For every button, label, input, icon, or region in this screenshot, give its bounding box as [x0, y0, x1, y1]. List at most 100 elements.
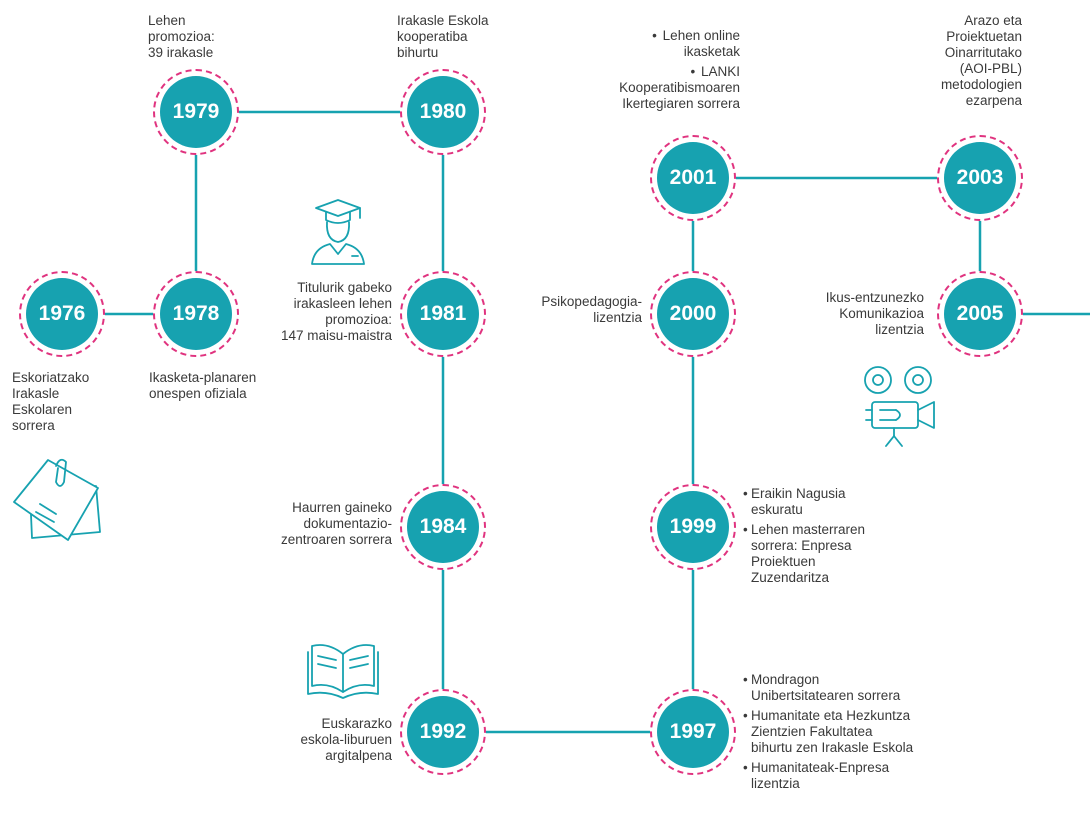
- label-line: Lehen online: [662, 28, 740, 43]
- label-line: LANKI: [700, 64, 740, 79]
- node-1997: 1997: [650, 689, 736, 775]
- label-line: Oinarritutako: [944, 45, 1022, 60]
- node-year: 2000: [657, 278, 729, 350]
- node-year: 1976: [26, 278, 98, 350]
- label-line: Humanitate eta Hezkuntza: [751, 708, 911, 723]
- node-year: 1981: [407, 278, 479, 350]
- label-line: Psikopedagogia-: [541, 294, 642, 309]
- label-1980: Irakasle Eskola kooperatiba bihurtu: [397, 13, 537, 61]
- label-line: Zientzien Fakultatea: [751, 724, 873, 739]
- node-1979: 1979: [153, 69, 239, 155]
- label-line: Eskolaren: [12, 402, 73, 417]
- label-line: Kooperatibismoaren: [619, 80, 740, 95]
- label-line: Arazo eta: [964, 13, 1022, 28]
- node-year: 1997: [657, 696, 729, 768]
- label-line: lizentzia: [875, 322, 924, 337]
- bullet-item: Lehen masterraren sorrera: Enpresa Proie…: [743, 522, 923, 586]
- book-icon: [307, 644, 379, 699]
- label-line: 147 maisu-maistra: [280, 328, 392, 343]
- label-line: 39 irakasle: [148, 45, 214, 60]
- node-year: 1992: [407, 696, 479, 768]
- label-line: (AOI-PBL): [959, 61, 1022, 76]
- label-line: lizentzia: [593, 310, 642, 325]
- node-1999: 1999: [650, 484, 736, 570]
- node-2000: 2000: [650, 271, 736, 357]
- label-line: ezarpena: [965, 93, 1022, 108]
- node-year: 1980: [407, 76, 479, 148]
- label-line: bihurtu zen Irakasle Eskola: [751, 740, 914, 755]
- node-year: 1984: [407, 491, 479, 563]
- bullet-item: LANKI Kooperatibismoaren Ikertegiaren so…: [560, 64, 740, 112]
- label-line: Komunikazioa: [839, 306, 924, 321]
- label-line: sorrera: [12, 418, 55, 433]
- bullet-item: Lehen online ikasketak: [560, 28, 740, 60]
- label-1976: Eskoriatzako Irakasle Eskolaren sorrera: [12, 370, 132, 434]
- label-line: Proiektuetan: [946, 29, 1022, 44]
- label-2003: Arazo eta Proiektuetan Oinarritutako (AO…: [880, 13, 1022, 109]
- label-1978: Ikasketa-planaren onespen ofiziala: [149, 370, 289, 402]
- label-2001: Lehen online ikasketak LANKI Kooperatibi…: [560, 28, 740, 116]
- label-line: Mondragon: [751, 672, 820, 687]
- bullet-item: Eraikin Nagusia eskuratu: [743, 486, 923, 518]
- node-1978: 1978: [153, 271, 239, 357]
- label-line: Proiektuen: [751, 554, 816, 569]
- node-2001: 2001: [650, 135, 736, 221]
- label-1981: Titulurik gabeko irakasleen lehen promoz…: [250, 280, 392, 344]
- label-1979: Lehen promozioa: 39 irakasle: [148, 13, 268, 61]
- label-2000: Psikopedagogia- lizentzia: [500, 294, 642, 326]
- label-line: bihurtu: [397, 45, 439, 60]
- node-year: 1999: [657, 491, 729, 563]
- label-line: Zuzendaritza: [751, 570, 830, 585]
- node-1992: 1992: [400, 689, 486, 775]
- label-line: promozioa:: [148, 29, 215, 44]
- label-line: lizentzia: [751, 776, 800, 791]
- label-line: Lehen masterraren: [751, 522, 866, 537]
- label-line: Ikasketa-planaren: [149, 370, 257, 385]
- node-1976: 1976: [19, 271, 105, 357]
- label-line: sorrera: Enpresa: [751, 538, 852, 553]
- label-line: zentroaren sorrera: [280, 532, 392, 547]
- bullet-item: Mondragon Unibertsitatearen sorrera: [743, 672, 963, 704]
- label-1984: Haurren gaineko dokumentazio- zentroaren…: [250, 500, 392, 548]
- node-year: 2001: [657, 142, 729, 214]
- label-line: ikasketak: [683, 44, 740, 59]
- label-line: Unibertsitatearen sorrera: [751, 688, 901, 703]
- bullet-item: Humanitate eta Hezkuntza Zientzien Fakul…: [743, 708, 963, 756]
- node-year: 1979: [160, 76, 232, 148]
- node-year: 2005: [944, 278, 1016, 350]
- node-1981: 1981: [400, 271, 486, 357]
- label-1999: Eraikin Nagusia eskuratu Lehen masterrar…: [743, 486, 923, 590]
- label-line: eskuratu: [751, 502, 803, 517]
- label-line: irakasleen lehen: [293, 296, 392, 311]
- label-line: Eskoriatzako: [12, 370, 90, 385]
- node-year: 1978: [160, 278, 232, 350]
- label-line: metodologien: [940, 77, 1022, 92]
- label-line: Ikertegiaren sorrera: [622, 96, 740, 111]
- label-1992: Euskarazko eskola-liburuen argitalpena: [250, 716, 392, 764]
- node-2005: 2005: [937, 271, 1023, 357]
- label-line: Ikus-entzunezko: [825, 290, 924, 305]
- graduate-icon: [311, 199, 365, 265]
- label-line: promozioa:: [325, 312, 392, 327]
- label-line: Titulurik gabeko: [297, 280, 392, 295]
- label-line: Eraikin Nagusia: [751, 486, 846, 501]
- label-line: Euskarazko: [321, 716, 392, 731]
- label-line: argitalpena: [325, 748, 392, 763]
- node-2003: 2003: [937, 135, 1023, 221]
- label-line: eskola-liburuen: [300, 732, 392, 747]
- label-1997: Mondragon Unibertsitatearen sorrera Huma…: [743, 672, 963, 796]
- label-line: Lehen: [148, 13, 186, 28]
- label-line: dokumentazio-: [303, 516, 392, 531]
- label-line: Irakasle Eskola: [397, 13, 489, 28]
- notes-icon: [13, 458, 101, 541]
- label-line: Haurren gaineko: [292, 500, 392, 515]
- node-year: 2003: [944, 142, 1016, 214]
- label-line: onespen ofiziala: [149, 386, 247, 401]
- label-line: Humanitateak-Enpresa: [751, 760, 890, 775]
- label-line: Irakasle: [12, 386, 60, 401]
- node-1980: 1980: [400, 69, 486, 155]
- label-2005: Ikus-entzunezko Komunikazioa lizentzia: [780, 290, 924, 338]
- film-camera-icon: [864, 366, 935, 447]
- bullet-item: Humanitateak-Enpresa lizentzia: [743, 760, 963, 792]
- label-line: kooperatiba: [397, 29, 468, 44]
